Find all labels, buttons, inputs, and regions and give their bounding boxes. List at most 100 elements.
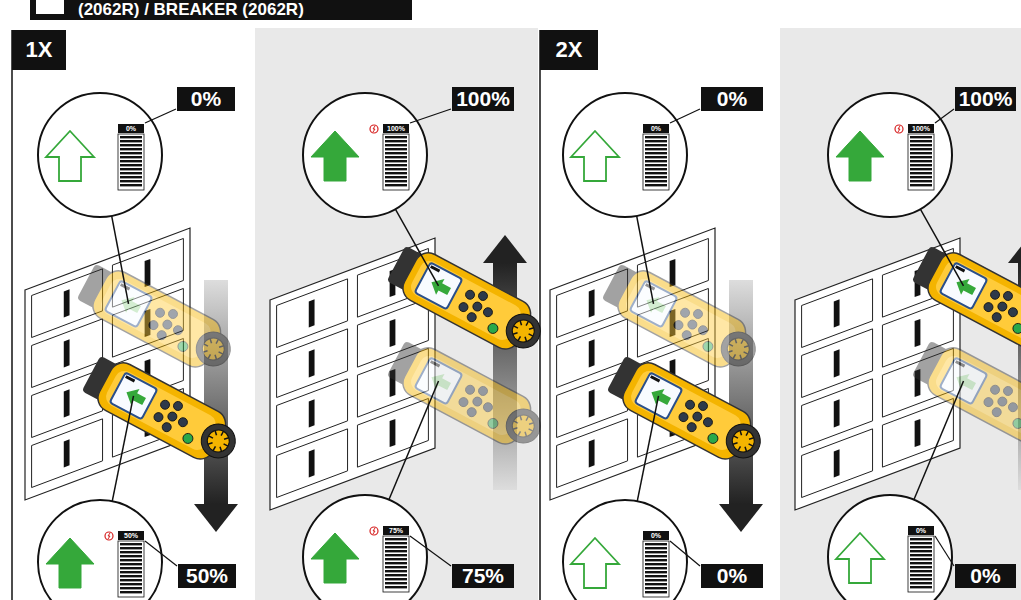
breaker-switch <box>589 339 595 367</box>
drawing-part <box>224 436 229 441</box>
meter-bar <box>645 156 667 158</box>
meter-bar <box>910 180 932 182</box>
meter-bar <box>910 148 932 150</box>
breaker <box>802 429 873 498</box>
meter-bar <box>910 586 932 588</box>
meter-bar <box>645 160 667 162</box>
leader-line <box>935 536 954 566</box>
leader-line <box>637 216 654 304</box>
tracer-device <box>79 350 246 471</box>
meter-bar <box>910 554 932 556</box>
drawing-part <box>159 399 171 411</box>
drawing-part <box>471 395 483 407</box>
zoom-circle <box>563 93 687 217</box>
meter-bar <box>385 550 407 552</box>
drawing-part <box>204 344 208 346</box>
meter-bar <box>910 566 932 568</box>
meter-bar <box>910 582 932 584</box>
drawing-part <box>741 339 743 343</box>
drawing-part <box>216 339 218 343</box>
signal-icon <box>105 532 113 540</box>
drawing-part <box>529 429 533 431</box>
breaker-switch <box>64 439 70 467</box>
drawing-part <box>219 352 223 354</box>
meter-bar <box>645 579 667 581</box>
drawing-part <box>681 329 693 341</box>
drawing-part <box>373 126 375 132</box>
drawing-part <box>529 334 533 336</box>
meter-bar <box>120 180 142 182</box>
meter-bar <box>120 559 142 561</box>
drawing-part <box>749 444 753 446</box>
drawing-part <box>156 329 168 341</box>
breaker-switch <box>390 419 396 447</box>
meter-bar <box>910 550 932 552</box>
drawing-part <box>523 337 528 342</box>
drawing-part <box>1011 417 1021 431</box>
zoom-circle <box>38 500 162 600</box>
meter-bar <box>120 547 142 549</box>
breaker <box>277 429 348 498</box>
meter-bar <box>385 582 407 584</box>
drawing-part <box>1007 306 1019 318</box>
drawing-part <box>743 447 748 452</box>
meter-bar <box>645 164 667 166</box>
drawing-part <box>733 441 738 446</box>
breaker-switch <box>390 319 396 347</box>
direction-arrow <box>836 533 884 583</box>
breaker-switch <box>589 289 595 317</box>
drawing-part <box>147 319 159 331</box>
drawing-part <box>415 262 463 309</box>
drawing-part <box>518 415 523 420</box>
drawing-part <box>701 340 715 354</box>
drawing-part <box>161 421 173 433</box>
direction-arrow <box>836 131 884 181</box>
meter-readout: 0% <box>908 526 934 535</box>
drawing-part <box>955 360 965 367</box>
meter-bar <box>385 586 407 588</box>
drawing-part <box>213 446 215 450</box>
meter-bar <box>385 538 407 540</box>
drawing-part <box>483 235 527 263</box>
drawing-part <box>514 421 518 423</box>
drawing-part <box>464 289 476 301</box>
meter-bar <box>385 148 407 150</box>
drawing-part <box>161 318 173 330</box>
zoom-circle <box>303 495 427 600</box>
drawing-part <box>303 93 427 217</box>
drawing-part <box>996 395 1008 407</box>
step-label: 0% <box>177 87 235 111</box>
direction-arrow <box>311 131 359 181</box>
drawing-part <box>117 292 143 317</box>
drawing-part <box>427 274 453 299</box>
tracer-device <box>604 350 771 471</box>
meter-bar <box>120 567 142 569</box>
drawing-part <box>749 436 754 441</box>
meter-bar <box>910 152 932 154</box>
meter-bar <box>645 152 667 154</box>
meter-bar <box>385 546 407 548</box>
meter-bar <box>645 184 667 186</box>
drawing-part <box>523 432 528 437</box>
meter-bar <box>120 148 142 150</box>
drawing-part <box>643 541 669 597</box>
meter-bar <box>385 156 407 158</box>
drawing-part <box>303 495 427 600</box>
drawing-part <box>198 334 228 364</box>
signal-icon <box>370 125 378 133</box>
drawing-part <box>923 343 1021 449</box>
zoom-circle <box>38 93 162 217</box>
meter-readout: 100% <box>383 124 409 133</box>
page-title: (2062R) / BREAKER (2062R) <box>78 0 304 20</box>
leader-line <box>914 381 964 500</box>
divider <box>11 30 13 600</box>
meter-bar <box>120 136 142 138</box>
title-icon <box>36 0 64 14</box>
drawing-part <box>898 126 900 132</box>
meter-bar <box>645 591 667 593</box>
leader-line <box>389 381 439 500</box>
divider <box>539 30 541 600</box>
meter-bar <box>385 168 407 170</box>
drawing-part <box>684 399 696 411</box>
meter-bar <box>385 566 407 568</box>
